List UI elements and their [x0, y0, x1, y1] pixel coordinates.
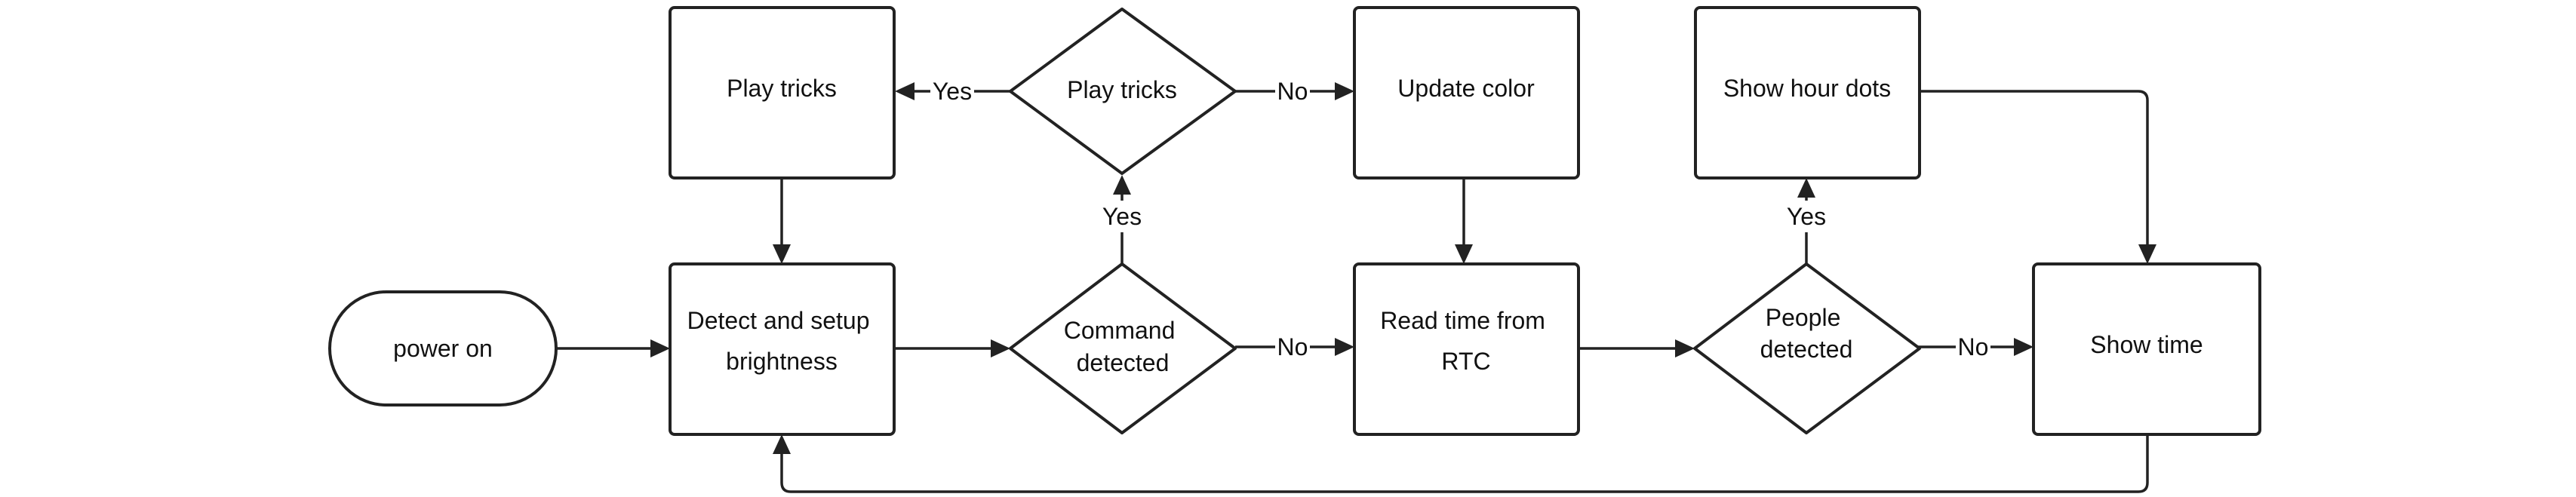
arrowhead [1113, 175, 1131, 195]
edge-read-time-to-people [1578, 339, 1695, 357]
edges [556, 82, 2156, 493]
edge-label-people-no: No [1958, 333, 1989, 360]
node-read-time-label: Read time from RTC [1380, 307, 1552, 375]
arrowhead [895, 82, 915, 100]
node-people-detected-line-2: detected [1760, 336, 1853, 363]
node-detect-brightness-line-1: Detect and setup [687, 307, 870, 334]
arrowhead [1797, 178, 1815, 198]
arrowhead [1455, 244, 1473, 264]
node-command-detected-line-2: detected [1077, 349, 1170, 376]
node-read-time-line-1: Read time from [1380, 307, 1545, 334]
node-power-on: power on [328, 290, 558, 406]
node-play-tricks-decision-label: Play tricks [1067, 76, 1177, 103]
edge-detect-to-command [894, 339, 1010, 357]
edge-update-color-to-read-time [1455, 178, 1473, 264]
arrowhead [1335, 338, 1354, 356]
node-show-hour-dots: Show hour dots [1694, 6, 1921, 179]
node-play-tricks-action-label: Play tricks [727, 75, 837, 102]
node-play-tricks-decision: Play tricks [1009, 8, 1237, 175]
node-command-detected: Command detected [1009, 262, 1237, 434]
node-detect-brightness: Detect and setup brightness [669, 262, 896, 436]
edge-power-to-detect [556, 339, 670, 357]
node-people-detected: People detected [1693, 262, 1921, 434]
arrowhead [1335, 82, 1354, 100]
node-show-hour-dots-label: Show hour dots [1723, 75, 1891, 102]
arrowhead [650, 339, 670, 357]
node-read-time-line-2: RTC [1441, 348, 1490, 375]
edge-show-time-loop-to-detect [773, 434, 2149, 493]
node-command-detected-line-1: Command [1064, 317, 1176, 344]
node-people-detected-line-1: People [1766, 304, 1841, 331]
node-detect-brightness-label: Detect and setup brightness [687, 307, 877, 375]
arrowhead [2014, 338, 2033, 356]
edge-label-command-no: No [1277, 333, 1308, 360]
edge-labels: Yes No Yes No Yes No [930, 75, 1990, 363]
edge-label-play-tricks-yes: Yes [933, 78, 972, 105]
arrowhead [1675, 339, 1695, 357]
arrowhead [991, 339, 1010, 357]
edge-label-play-tricks-no: No [1277, 78, 1308, 105]
edge-play-tricks-to-detect [773, 178, 791, 264]
edge-hour-dots-to-show-time [1920, 90, 2156, 264]
edge-label-command-yes: Yes [1102, 203, 1142, 230]
arrowhead [773, 434, 791, 454]
nodes: power on Detect and setup brightness Com… [328, 6, 2261, 436]
node-show-time-label: Show time [2090, 331, 2203, 358]
node-read-time: Read time from RTC [1353, 262, 1580, 436]
node-show-time: Show time [2032, 262, 2261, 436]
node-people-detected-label: People detected [1760, 304, 1853, 363]
node-command-detected-label: Command detected [1064, 317, 1182, 376]
arrowhead [773, 244, 791, 264]
node-update-color-label: Update color [1397, 75, 1535, 102]
edge-label-people-yes: Yes [1787, 203, 1826, 230]
node-play-tricks-action: Play tricks [669, 6, 896, 179]
node-power-on-label: power on [393, 335, 493, 362]
node-update-color: Update color [1353, 6, 1580, 179]
arrowhead [2138, 244, 2156, 264]
node-detect-brightness-line-2: brightness [726, 348, 838, 375]
